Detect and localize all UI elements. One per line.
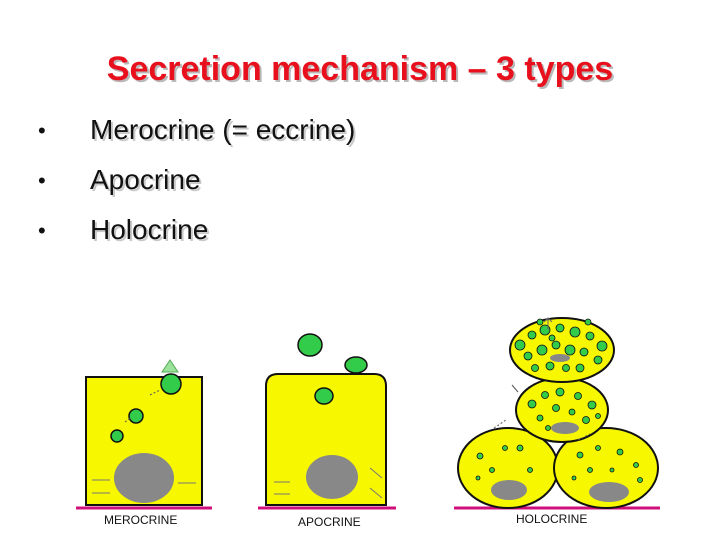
merocrine-panel: MEROCRINE (76, 360, 212, 527)
secretory-granule (161, 374, 181, 394)
apocrine-panel: APOCRINE (258, 334, 396, 529)
transport-arrow (494, 420, 506, 428)
nucleus (491, 480, 527, 500)
merocrine-caption: MEROCRINE (104, 513, 177, 527)
secretory-granule (111, 430, 123, 442)
pyknotic-nucleus (550, 354, 570, 362)
secretory-granule (129, 409, 143, 423)
released-apical-fragment (345, 357, 367, 373)
exocytosis-release (162, 360, 178, 372)
nucleus (551, 422, 579, 434)
holocrine-panel: HOLOCRINE (454, 318, 660, 526)
nucleus (589, 482, 629, 502)
holocrine-caption: HOLOCRINE (516, 512, 587, 526)
secretory-granule (315, 388, 333, 404)
apocrine-caption: APOCRINE (298, 515, 361, 529)
released-apical-fragment (298, 334, 322, 356)
nucleus (114, 453, 174, 503)
transport-arrow (512, 385, 518, 392)
nucleus (306, 455, 358, 499)
